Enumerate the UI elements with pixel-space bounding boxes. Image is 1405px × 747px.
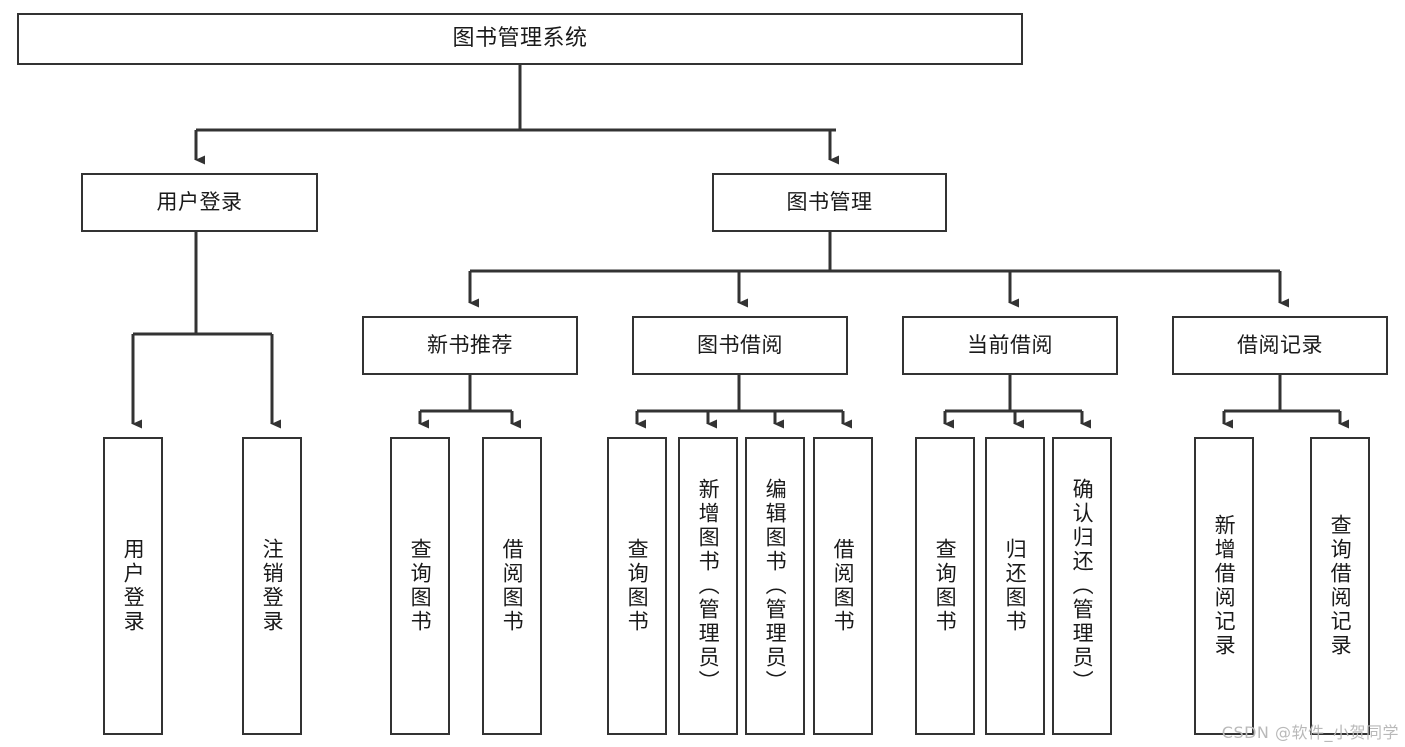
leaf-confirm-return-admin-label: 确认归还（管理员） [1070, 478, 1095, 694]
node-borrow-record[interactable]: 借阅记录 [1172, 316, 1388, 375]
leaf-confirm-return-admin[interactable]: 确认归还（管理员） [1052, 437, 1112, 735]
leaf-query-book-current-label: 查询图书 [933, 538, 958, 634]
leaf-edit-book-admin[interactable]: 编辑图书（管理员） [745, 437, 805, 735]
leaf-add-borrow-record[interactable]: 新增借阅记录 [1194, 437, 1254, 735]
leaf-borrow-book[interactable]: 借阅图书 [813, 437, 873, 735]
leaf-user-login-label: 用户登录 [121, 538, 146, 634]
leaf-borrow-book-label: 借阅图书 [831, 538, 856, 634]
leaf-add-borrow-record-label: 新增借阅记录 [1212, 514, 1237, 658]
leaf-query-book-borrow[interactable]: 查询图书 [607, 437, 667, 735]
leaf-borrow-book-recommend[interactable]: 借阅图书 [482, 437, 542, 735]
leaf-query-borrow-record[interactable]: 查询借阅记录 [1310, 437, 1370, 735]
leaf-borrow-book-recommend-label: 借阅图书 [500, 538, 525, 634]
leaf-query-book-current[interactable]: 查询图书 [915, 437, 975, 735]
node-current-borrow[interactable]: 当前借阅 [902, 316, 1118, 375]
node-book-borrow[interactable]: 图书借阅 [632, 316, 848, 375]
leaf-query-book-recommend-label: 查询图书 [408, 538, 433, 634]
leaf-query-book-recommend[interactable]: 查询图书 [390, 437, 450, 735]
leaf-query-book-borrow-label: 查询图书 [625, 538, 650, 634]
node-new-book-recommend-label: 新书推荐 [427, 333, 513, 358]
leaf-add-book-admin-label: 新增图书（管理员） [696, 478, 721, 694]
leaf-logout[interactable]: 注销登录 [242, 437, 302, 735]
node-current-borrow-label: 当前借阅 [967, 333, 1053, 358]
leaf-query-borrow-record-label: 查询借阅记录 [1328, 514, 1353, 658]
node-borrow-record-label: 借阅记录 [1237, 333, 1323, 358]
node-book-management-label: 图书管理 [786, 190, 873, 215]
node-book-borrow-label: 图书借阅 [697, 333, 783, 358]
node-user-login-label: 用户登录 [156, 190, 243, 215]
watermark: CSDN @软件_小贺同学 [1221, 723, 1399, 742]
leaf-return-book[interactable]: 归还图书 [985, 437, 1045, 735]
node-root[interactable]: 图书管理系统 [17, 13, 1023, 65]
node-new-book-recommend[interactable]: 新书推荐 [362, 316, 578, 375]
leaf-logout-label: 注销登录 [260, 538, 285, 634]
leaf-edit-book-admin-label: 编辑图书（管理员） [763, 478, 788, 694]
leaf-return-book-label: 归还图书 [1003, 538, 1028, 634]
leaf-user-login[interactable]: 用户登录 [103, 437, 163, 735]
node-book-management[interactable]: 图书管理 [712, 173, 947, 232]
node-user-login[interactable]: 用户登录 [81, 173, 318, 232]
node-root-label: 图书管理系统 [452, 26, 588, 52]
leaf-add-book-admin[interactable]: 新增图书（管理员） [678, 437, 738, 735]
